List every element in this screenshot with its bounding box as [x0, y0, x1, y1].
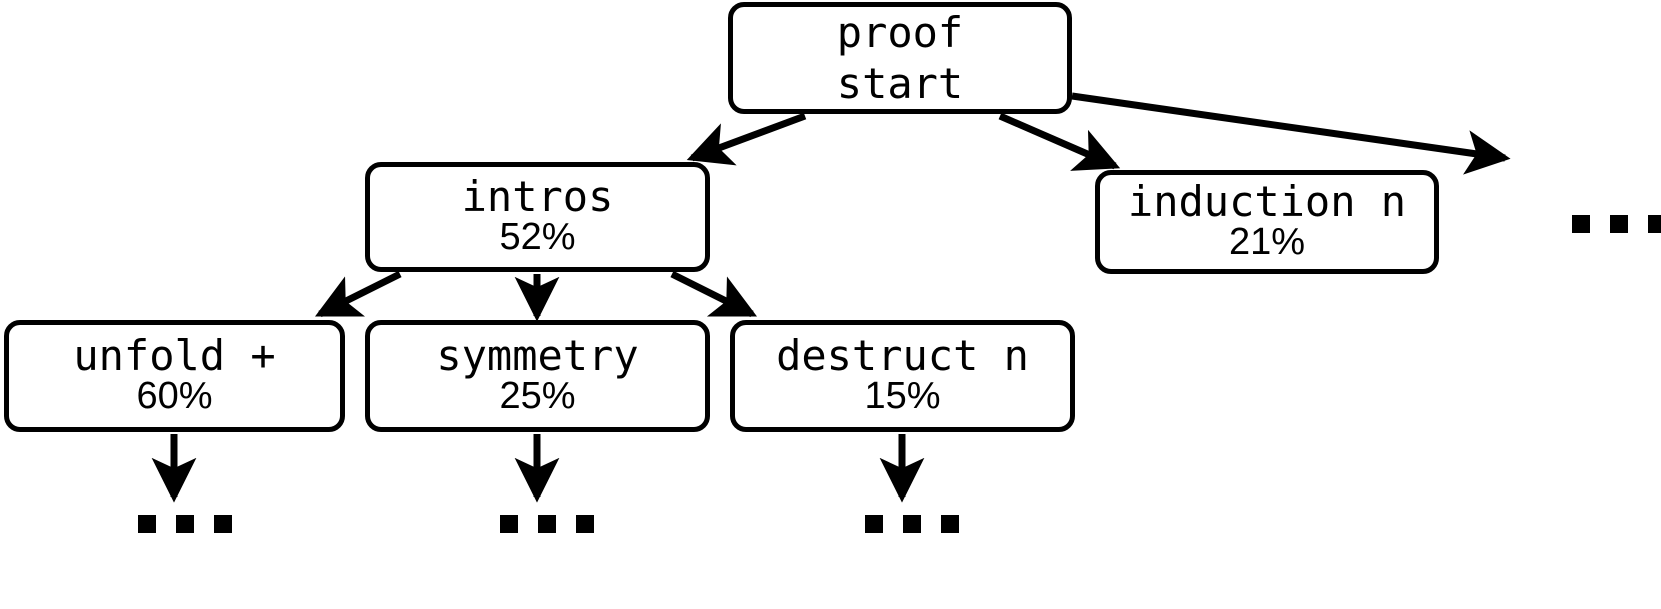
ellipsis-dot [865, 515, 883, 533]
node-unfold-label: unfold + [73, 330, 276, 380]
ellipsis-dot [138, 515, 156, 533]
ellipsis-dot [176, 515, 194, 533]
node-proof-start-label-line2: start [836, 59, 964, 108]
node-proof-start[interactable]: proof start [728, 2, 1072, 114]
ellipsis-dot [538, 515, 556, 533]
node-induction-n-percentage: 21% [1228, 221, 1306, 264]
node-unfold-percentage: 60% [136, 375, 213, 418]
node-symmetry[interactable]: symmetry 25% [365, 320, 710, 432]
ellipsis-dot [214, 515, 232, 533]
edge-root-to-induction [998, 112, 1121, 171]
node-intros-label: intros [461, 171, 614, 221]
edge-intros-to-destruct [670, 270, 758, 318]
node-symmetry-percentage: 25% [499, 375, 576, 418]
ellipsis-dot [1572, 215, 1590, 233]
node-intros[interactable]: intros 52% [365, 162, 710, 272]
ellipsis-dot [1648, 215, 1661, 233]
node-intros-percentage: 52% [499, 216, 576, 259]
ellipsis-dot [500, 515, 518, 533]
ellipsis-dot [941, 515, 959, 533]
ellipsis-destruct [865, 515, 959, 533]
edge-root-to-ellipsis [1071, 92, 1511, 175]
ellipsis-unfold [138, 515, 232, 533]
ellipsis-dot [1610, 215, 1628, 233]
ellipsis-right [1572, 215, 1661, 233]
ellipsis-dot [903, 515, 921, 533]
node-symmetry-label: symmetry [436, 330, 639, 380]
node-destruct-n[interactable]: destruct n 15% [730, 320, 1075, 432]
ellipsis-dot [576, 515, 594, 533]
node-unfold[interactable]: unfold + 60% [4, 320, 345, 432]
node-induction-n[interactable]: induction n 21% [1095, 170, 1439, 274]
node-proof-start-label-line1: proof [836, 7, 964, 57]
ellipsis-symmetry [500, 515, 594, 533]
edge-root-to-intros [686, 112, 807, 166]
node-destruct-n-label: destruct n [776, 330, 1029, 380]
node-destruct-n-percentage: 15% [864, 375, 941, 418]
node-induction-n-label: induction n [1127, 176, 1407, 226]
edge-intros-to-unfold [314, 270, 402, 318]
